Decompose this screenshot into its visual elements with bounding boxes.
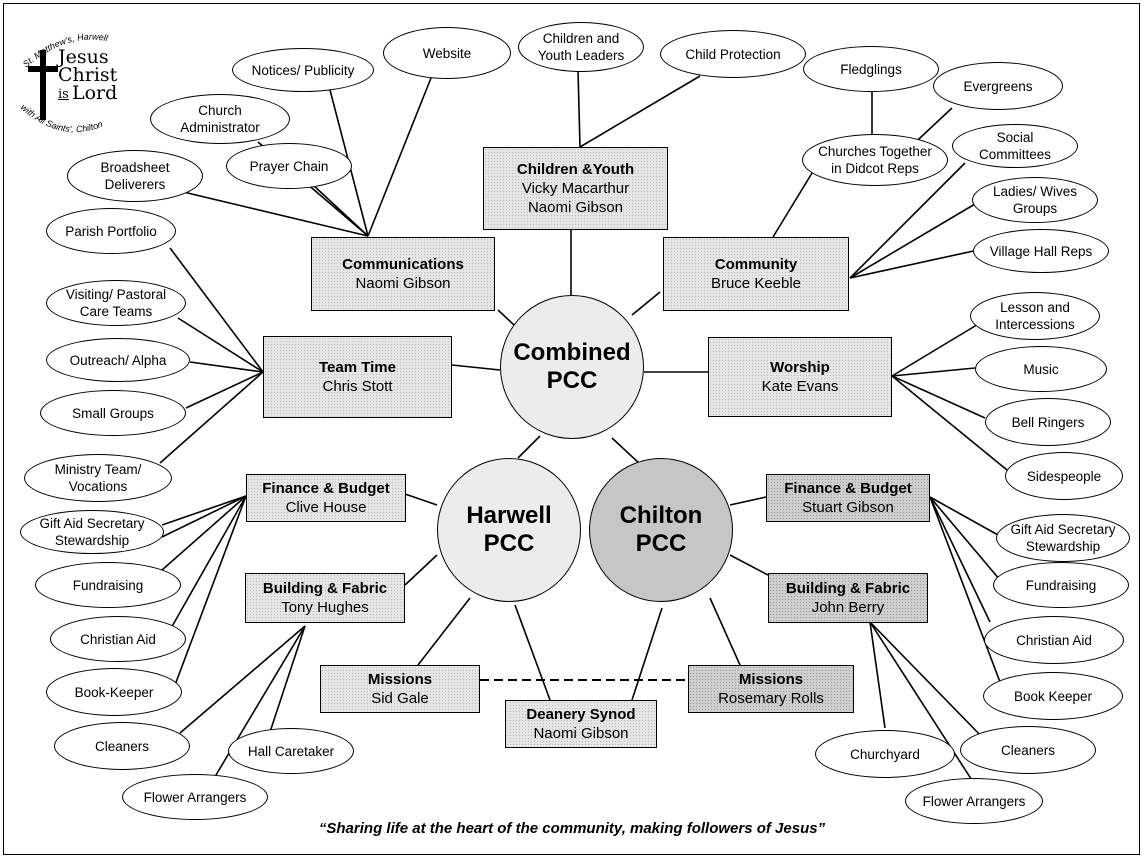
harwell-gift-aid-oval: Gift Aid Secretary Stewardship bbox=[20, 510, 164, 554]
chilton-christian-aid-oval: Christian Aid bbox=[984, 616, 1124, 664]
box-title: Missions bbox=[367, 671, 433, 688]
lesson-oval: Lesson and Intercessions bbox=[970, 292, 1100, 340]
box-title: Community bbox=[714, 256, 798, 273]
sidespeople-oval: Sidespeople bbox=[1005, 452, 1123, 500]
village-hall-oval: Village Hall Reps bbox=[973, 229, 1109, 273]
music-oval: Music bbox=[975, 346, 1107, 392]
church-logo: St. Matthew's, Harwell with All Saints',… bbox=[18, 28, 146, 140]
box-lead: Clive House bbox=[285, 499, 367, 516]
box-title: Building & Fabric bbox=[262, 580, 388, 597]
box-lead: Sid Gale bbox=[371, 690, 429, 707]
ministry-oval: Ministry Team/ Vocations bbox=[24, 454, 172, 502]
outreach-oval: Outreach/ Alpha bbox=[46, 338, 190, 382]
box-lead: Chris Stott bbox=[322, 378, 393, 395]
team-time-box: Team Time Chris Stott bbox=[263, 336, 452, 418]
harwell-fundraising-oval: Fundraising bbox=[35, 562, 181, 608]
box-title: Worship bbox=[770, 359, 830, 376]
hall-caretaker-oval: Hall Caretaker bbox=[228, 728, 354, 774]
ladies-groups-oval: Ladies/ Wives Groups bbox=[972, 177, 1098, 223]
harwell-book-keeper-oval: Book-Keeper bbox=[46, 668, 182, 716]
box-lead: Bruce Keeble bbox=[710, 275, 802, 292]
church-admin-oval: Church Administrator bbox=[150, 94, 290, 144]
bell-ringers-oval: Bell Ringers bbox=[985, 398, 1111, 446]
logo-word-is: is bbox=[58, 87, 69, 102]
children-leaders-oval: Children and Youth Leaders bbox=[518, 22, 644, 72]
chilton-flower-oval: Flower Arrangers bbox=[905, 778, 1043, 824]
box-lead: Kate Evans bbox=[761, 378, 839, 395]
harwell-flower-oval: Flower Arrangers bbox=[122, 774, 268, 820]
combined-pcc-node: Combined PCC bbox=[500, 295, 644, 439]
deanery-synod-box: Deanery Synod Naomi Gibson bbox=[505, 700, 657, 748]
chilton-gift-aid-oval: Gift Aid Secretary Stewardship bbox=[996, 514, 1130, 562]
chilton-pcc-node: Chilton PCC bbox=[589, 458, 733, 602]
box-title: Communications bbox=[342, 256, 464, 273]
children-youth-box: Children &Youth Vicky Macarthur Naomi Gi… bbox=[483, 147, 668, 230]
evergreens-oval: Evergreens bbox=[933, 62, 1063, 110]
harwell-finance-box: Finance & Budget Clive House bbox=[246, 474, 406, 522]
parish-portfolio-oval: Parish Portfolio bbox=[46, 208, 176, 254]
chilton-book-keeper-oval: Book Keeper bbox=[983, 672, 1123, 720]
box-title: Building & Fabric bbox=[785, 580, 911, 597]
motto-text: “Sharing life at the heart of the commun… bbox=[318, 820, 826, 837]
chilton-building-box: Building & Fabric John Berry bbox=[768, 573, 928, 623]
box-lead: Stuart Gibson bbox=[802, 499, 894, 516]
box-lead: Naomi Gibson bbox=[355, 275, 451, 292]
churchyard-oval: Churchyard bbox=[815, 730, 955, 778]
communications-box: Communications Naomi Gibson bbox=[311, 237, 495, 311]
logo-word-lord: Lord bbox=[72, 82, 118, 104]
website-oval: Website bbox=[383, 27, 511, 79]
box-title: Deanery Synod bbox=[526, 706, 636, 723]
worship-box: Worship Kate Evans bbox=[708, 337, 892, 417]
fledglings-oval: Fledglings bbox=[803, 46, 939, 92]
community-box: Community Bruce Keeble bbox=[663, 237, 849, 311]
prayer-chain-oval: Prayer Chain bbox=[226, 143, 352, 189]
diagram-frame bbox=[3, 3, 1140, 855]
cross-icon: St. Matthew's, Harwell with All Saints',… bbox=[19, 32, 110, 135]
harwell-missions-box: Missions Sid Gale bbox=[320, 665, 480, 713]
box-lead: John Berry bbox=[811, 599, 885, 616]
chilton-finance-box: Finance & Budget Stuart Gibson bbox=[766, 474, 930, 522]
logo-word-christ: Christ bbox=[58, 64, 118, 86]
harwell-building-box: Building & Fabric Tony Hughes bbox=[245, 573, 405, 623]
child-protection-oval: Child Protection bbox=[660, 30, 806, 78]
svg-text:with All Saints', Chilton: with All Saints', Chilton bbox=[19, 102, 104, 134]
harwell-cleaners-oval: Cleaners bbox=[54, 722, 190, 770]
churches-together-oval: Churches Together in Didcot Reps bbox=[802, 134, 948, 186]
box-title: Team Time bbox=[319, 359, 396, 376]
notices-oval: Notices/ Publicity bbox=[232, 48, 374, 92]
box-title: Finance & Budget bbox=[262, 480, 390, 497]
box-title: Missions bbox=[738, 671, 804, 688]
harwell-christian-aid-oval: Christian Aid bbox=[50, 616, 186, 662]
chilton-missions-box: Missions Rosemary Rolls bbox=[688, 665, 854, 713]
box-title: Finance & Budget bbox=[784, 480, 912, 497]
box-title: Children &Youth bbox=[516, 161, 635, 178]
logo-word-jesus: Jesus bbox=[58, 46, 109, 68]
harwell-pcc-node: Harwell PCC bbox=[437, 458, 581, 602]
box-lead: Tony Hughes bbox=[281, 599, 369, 616]
broadsheet-oval: Broadsheet Deliverers bbox=[67, 150, 203, 202]
social-committees-oval: Social Committees bbox=[952, 124, 1078, 168]
visiting-oval: Visiting/ Pastoral Care Teams bbox=[46, 280, 186, 326]
logo-bottom-text: with All Saints', Chilton bbox=[19, 102, 104, 134]
small-groups-oval: Small Groups bbox=[40, 390, 186, 436]
chilton-fundraising-oval: Fundraising bbox=[993, 562, 1129, 608]
box-lead: Vicky Macarthur Naomi Gibson bbox=[521, 180, 630, 216]
box-lead: Naomi Gibson bbox=[533, 725, 629, 742]
box-lead: Rosemary Rolls bbox=[718, 690, 824, 707]
chilton-cleaners-oval: Cleaners bbox=[960, 726, 1096, 774]
